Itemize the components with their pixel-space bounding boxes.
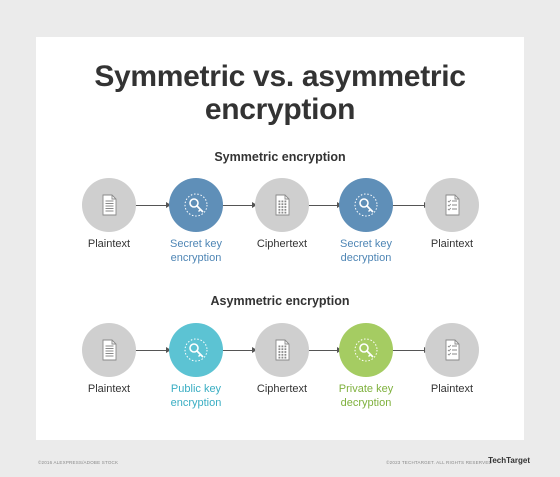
key-step-circle (169, 323, 223, 377)
copyright-right: ©2023 TECHTARGET. ALL RIGHTS RESERVED (386, 460, 492, 465)
cipher-document-step-circle (255, 323, 309, 377)
key-icon (183, 192, 209, 218)
key-step-circle (169, 178, 223, 232)
step-label-line-1: Secret key (340, 238, 392, 250)
step-label-line-1: Public key (170, 383, 222, 395)
step-label-line-2: encryption (170, 252, 222, 264)
diagram-title: Symmetric vs. asymmetric encryption (36, 60, 524, 126)
symmetric-heading: Symmetric encryption (214, 150, 346, 164)
step-label: Plaintext (64, 382, 154, 396)
step-label: Plaintext (407, 382, 497, 396)
key-icon (353, 337, 379, 363)
copyright-left: ©2016 ALEXPRESS/ADOBE STOCK (38, 460, 119, 465)
arrowhead-icon (166, 202, 171, 208)
document-icon (96, 337, 122, 363)
step-label-line-1: Secret key (170, 238, 222, 250)
document-step-circle (82, 178, 136, 232)
step-label: Public key encryption (151, 382, 241, 410)
key-icon (353, 192, 379, 218)
checklist-document-step-circle (425, 323, 479, 377)
document-icon (96, 192, 122, 218)
checklist-document-step-circle (425, 178, 479, 232)
key-icon (183, 337, 209, 363)
step-label-line-1: Ciphertext (256, 383, 308, 395)
step-label-line-1: Private key (338, 383, 394, 395)
step-label-line-2: encryption (170, 397, 222, 409)
step-label: Plaintext (64, 237, 154, 251)
step-label-line-1: Plaintext (87, 238, 131, 250)
cipher-document-step-circle (255, 178, 309, 232)
symmetric-flow: Plaintext Secret key encryption Ciphertext S… (0, 165, 560, 295)
arrowhead-icon (166, 347, 171, 353)
asymmetric-flow: Plaintext Public key encryption Ciphertext P… (0, 310, 560, 440)
key-step-circle (339, 323, 393, 377)
step-label: Private key decryption (321, 382, 411, 410)
step-label-line-1: Ciphertext (256, 238, 308, 250)
step-label-line-1: Plaintext (87, 383, 131, 395)
checklist-document-icon (439, 337, 465, 363)
step-label: Secret key encryption (151, 237, 241, 265)
arrowhead-icon (252, 347, 257, 353)
step-label: Ciphertext (237, 237, 327, 251)
asymmetric-heading: Asymmetric encryption (210, 294, 350, 308)
key-step-circle (339, 178, 393, 232)
cipher-document-icon (269, 337, 295, 363)
techtarget-logo: TechTarget (488, 456, 530, 465)
title-line-1: Symmetric vs. asymmetric (94, 60, 466, 93)
step-label: Secret key decryption (321, 237, 411, 265)
title-line-2: encryption (204, 93, 356, 126)
cipher-document-icon (269, 192, 295, 218)
checklist-document-icon (439, 192, 465, 218)
step-label-line-2: decryption (340, 252, 392, 264)
document-step-circle (82, 323, 136, 377)
step-label-line-1: Plaintext (430, 238, 474, 250)
step-label: Ciphertext (237, 382, 327, 396)
step-label-line-1: Plaintext (430, 383, 474, 395)
arrowhead-icon (252, 202, 257, 208)
step-label-line-2: decryption (340, 397, 392, 409)
step-label: Plaintext (407, 237, 497, 251)
